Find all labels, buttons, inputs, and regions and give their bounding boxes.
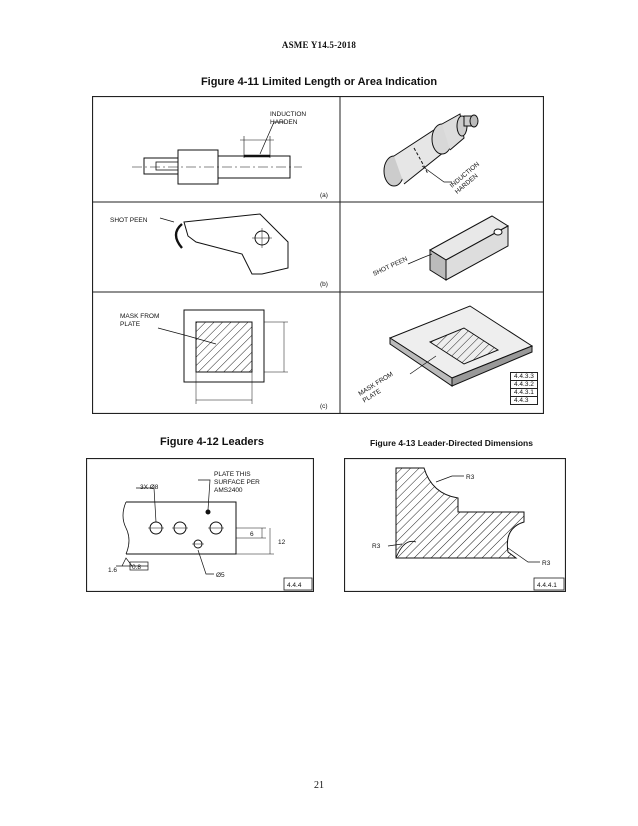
figure-4-13-caption: Figure 4-13 Leader-Directed Dimensions — [370, 438, 533, 448]
figure-4-13-drawing: R3 R3 R3 4.4.4.1 — [344, 458, 566, 592]
document-header: ASME Y14.5-2018 — [281, 40, 357, 50]
ref-4-4-3-3: 4.4.3.3 — [510, 372, 538, 381]
bracket-model — [407, 215, 509, 281]
mask-plate-model — [388, 305, 534, 387]
r3-right: R3 — [542, 560, 551, 567]
figure-4-13-ref: 4.4.4.1 — [537, 582, 557, 589]
shaft-orthographic — [132, 121, 302, 185]
row-b-tag: (b) — [320, 281, 328, 288]
ref-4-4-3-1: 4.4.3.1 — [510, 389, 538, 397]
figure-4-11-caption: Figure 4-11 Limited Length or Area Indic… — [200, 76, 438, 88]
finish-0-8: 0.8 — [132, 564, 141, 571]
r3-left: R3 — [372, 543, 381, 550]
mask-from-plate-note-model: MASK FROMPLATE — [357, 371, 398, 405]
row-a-tag: (a) — [320, 192, 328, 199]
finish-1-6: 1.6 — [108, 567, 117, 574]
figure-4-12-caption: Figure 4-12 Leaders — [160, 436, 264, 448]
row-c-tag: (c) — [320, 403, 328, 410]
dim-6: 6 — [250, 531, 254, 538]
shot-peen-note-model: SHOT PEEN — [372, 256, 409, 278]
ref-4-4-3-2: 4.4.3.2 — [510, 381, 538, 389]
hole-note: 3X Ø8 — [140, 484, 159, 491]
mask-plate-orthographic — [157, 309, 288, 404]
dia-5-note: Ø5 — [216, 572, 225, 579]
figure-4-12-ref: 4.4.4 — [287, 582, 302, 589]
page-number: 21 — [314, 780, 324, 791]
figure-4-11-refs: 4.4.3.3 4.4.3.2 4.4.3.1 4.4.3 — [510, 372, 538, 405]
section-profile — [395, 467, 525, 559]
dim-12: 12 — [278, 539, 286, 546]
bracket-orthographic — [159, 213, 289, 275]
shot-peen-note-b: SHOT PEEN — [110, 217, 148, 224]
ref-4-4-3: 4.4.3 — [510, 397, 538, 405]
shaft-model — [383, 113, 479, 187]
r3-top: R3 — [466, 474, 475, 481]
induction-harden-note-model: INDUCTIONHARDEN — [449, 161, 487, 196]
